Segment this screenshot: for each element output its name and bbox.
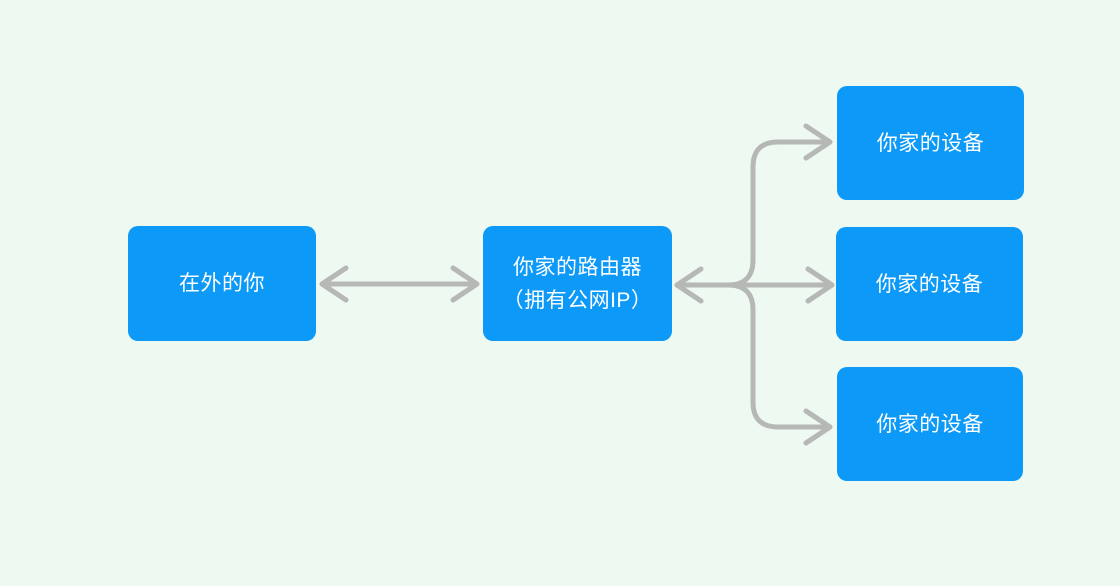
node-device-3-label: 你家的设备 [876, 412, 984, 436]
arrowhead-right-icon [450, 265, 480, 303]
arrowhead-left-icon [319, 265, 349, 303]
edge-router-devices [674, 123, 835, 446]
node-router-label-line1: 你家的路由器 [513, 255, 642, 279]
node-router-label-line2: （拥有公网IP） [502, 288, 653, 312]
edge-branch-up [725, 139, 829, 288]
node-outside-user-label: 在外的你 [179, 272, 265, 295]
edge-outside-router [319, 265, 480, 303]
node-device-1-label: 你家的设备 [876, 131, 985, 155]
node-device-2-label: 你家的设备 [875, 272, 984, 296]
node-device-2: 你家的设备 [836, 227, 1023, 341]
node-router: 你家的路由器 （拥有公网IP） [483, 226, 672, 341]
node-outside-user: 在外的你 [128, 226, 316, 341]
arrowhead-right-icon [805, 266, 835, 304]
arrowhead-right-icon [803, 408, 833, 446]
node-device-1: 你家的设备 [837, 86, 1024, 200]
node-device-3: 你家的设备 [837, 367, 1023, 481]
arrowhead-right-icon [803, 123, 833, 161]
arrowhead-left-icon [674, 266, 704, 304]
edge-branch-down [725, 282, 829, 430]
